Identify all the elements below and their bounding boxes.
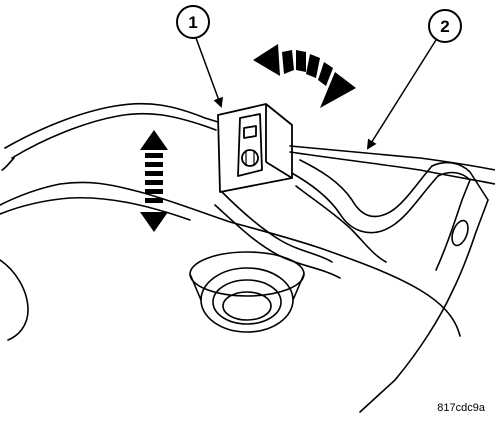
up-down-movement-arrow: [140, 130, 168, 232]
callout-1-label: 1: [188, 13, 197, 32]
callout-2-label: 2: [440, 17, 449, 36]
figure-id: 817cdc9a: [437, 402, 485, 414]
callout-1: 1: [176, 5, 223, 108]
twist-movement-arrow: [253, 44, 356, 108]
callout-2: 2: [366, 9, 462, 150]
sensor-component: [217, 103, 293, 193]
mounting-bracket: [0, 102, 489, 413]
grommet: [189, 251, 305, 333]
wire-harness: [289, 145, 495, 185]
